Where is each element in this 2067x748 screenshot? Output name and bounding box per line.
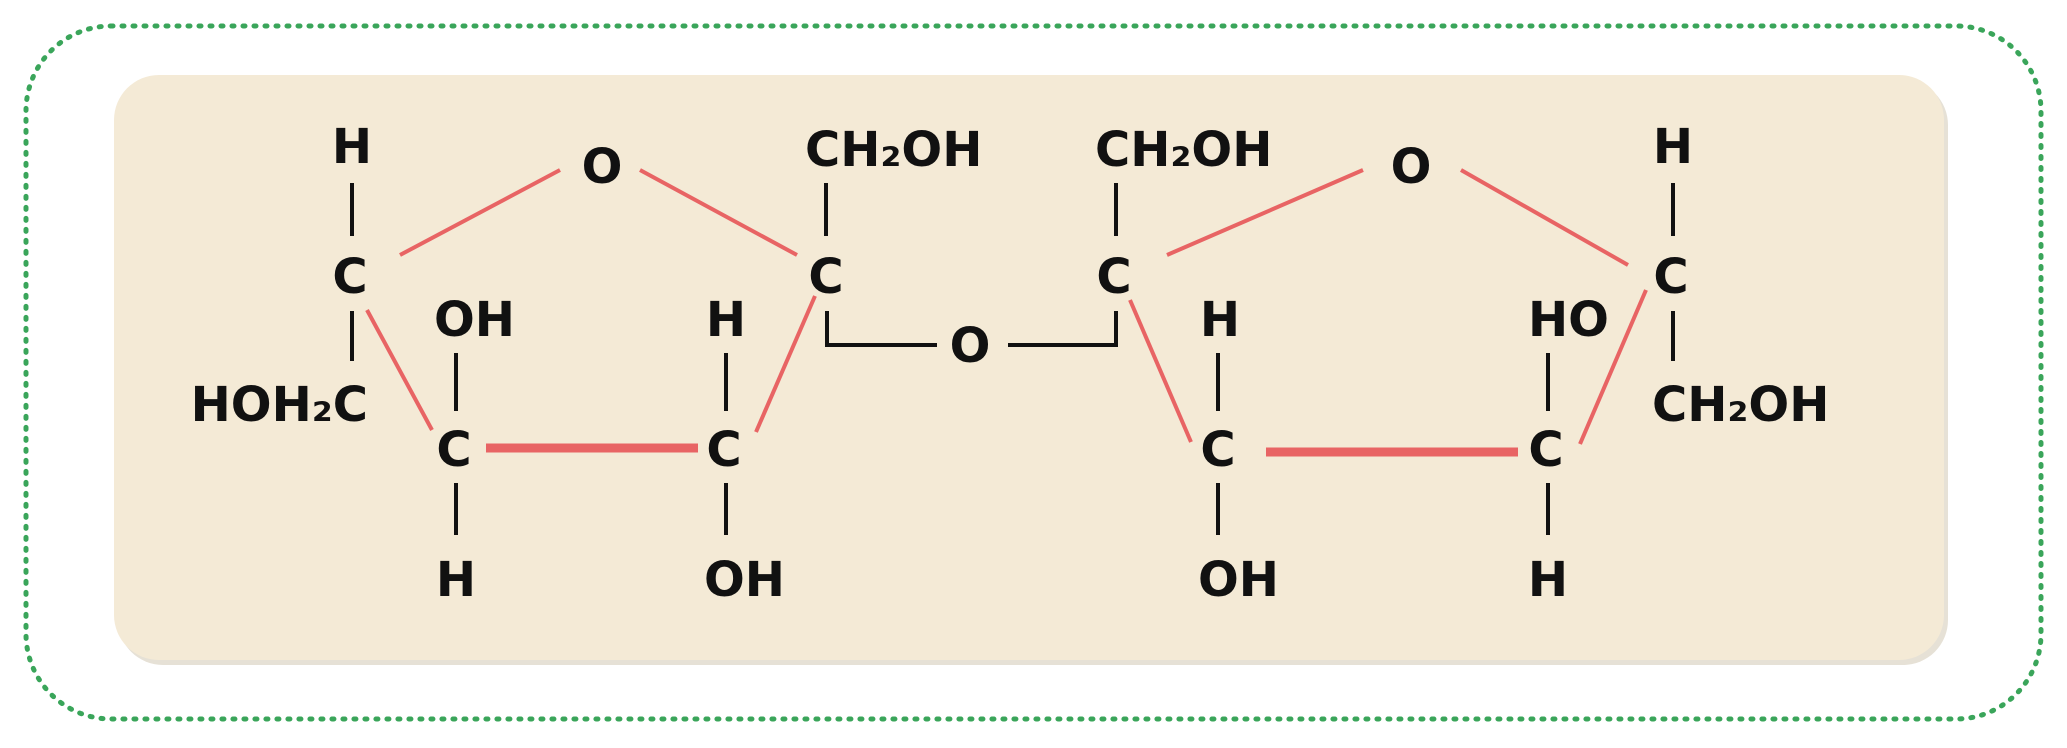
right-c2-label: C (1200, 422, 1235, 478)
left-ring-oxygen-label: O (582, 139, 623, 195)
ring-bond-rc1-o (1166, 168, 1364, 257)
right-c3-bottom-label: H (1528, 552, 1568, 608)
left-top-h-label: H (332, 119, 372, 175)
right-c2-bottom-label: OH (1198, 552, 1279, 608)
dotted-border (23, 23, 2044, 722)
left-c4-label: C (808, 249, 843, 305)
right-c1-top-label: CH₂OH (1095, 122, 1272, 178)
right-top-h-label: H (1653, 119, 1693, 175)
left-c1-sub-label: HOH₂C (191, 377, 368, 433)
right-c2-top-label: H (1200, 292, 1240, 348)
right-c4-sub-label: CH₂OH (1652, 377, 1829, 433)
right-c3-label: C (1528, 422, 1563, 478)
bond-bridge-left (825, 311, 937, 347)
bridge-oxygen-label: O (950, 318, 991, 374)
ring-bond-lc3-lc4 (754, 295, 817, 433)
bond-bridge-right (1008, 311, 1118, 347)
ring-bond-lc1-o (399, 168, 561, 257)
ring-bond-o-lc4 (639, 168, 798, 257)
right-c1-label: C (1096, 249, 1131, 305)
right-ring-oxygen-label: O (1391, 139, 1432, 195)
ring-bonds (365, 168, 1648, 457)
diagram-panel (114, 75, 1944, 660)
bonds (350, 183, 1675, 535)
left-c2-top-label: OH (434, 292, 515, 348)
ring-bond-o-rc4 (1460, 168, 1629, 267)
ring-bond-lc1-lc2 (365, 309, 434, 431)
left-c4-top-label: CH₂OH (805, 122, 982, 178)
left-c2-bottom-label: H (436, 552, 476, 608)
left-c2-label: C (436, 422, 471, 478)
left-c1-label: C (332, 249, 367, 305)
right-c4-label: C (1653, 249, 1688, 305)
left-c3-top-label: H (706, 292, 746, 348)
right-c3-top-label: HO (1528, 292, 1609, 348)
ring-bond-rc3-rc4 (1578, 289, 1648, 445)
atom-labels: H O C HOH₂C OH C H H C OH CH₂OH C O CH₂O… (191, 119, 1830, 608)
left-c3-bottom-label: OH (704, 552, 785, 608)
ring-bond-rc1-rc2 (1128, 299, 1193, 443)
left-c3-label: C (706, 422, 741, 478)
